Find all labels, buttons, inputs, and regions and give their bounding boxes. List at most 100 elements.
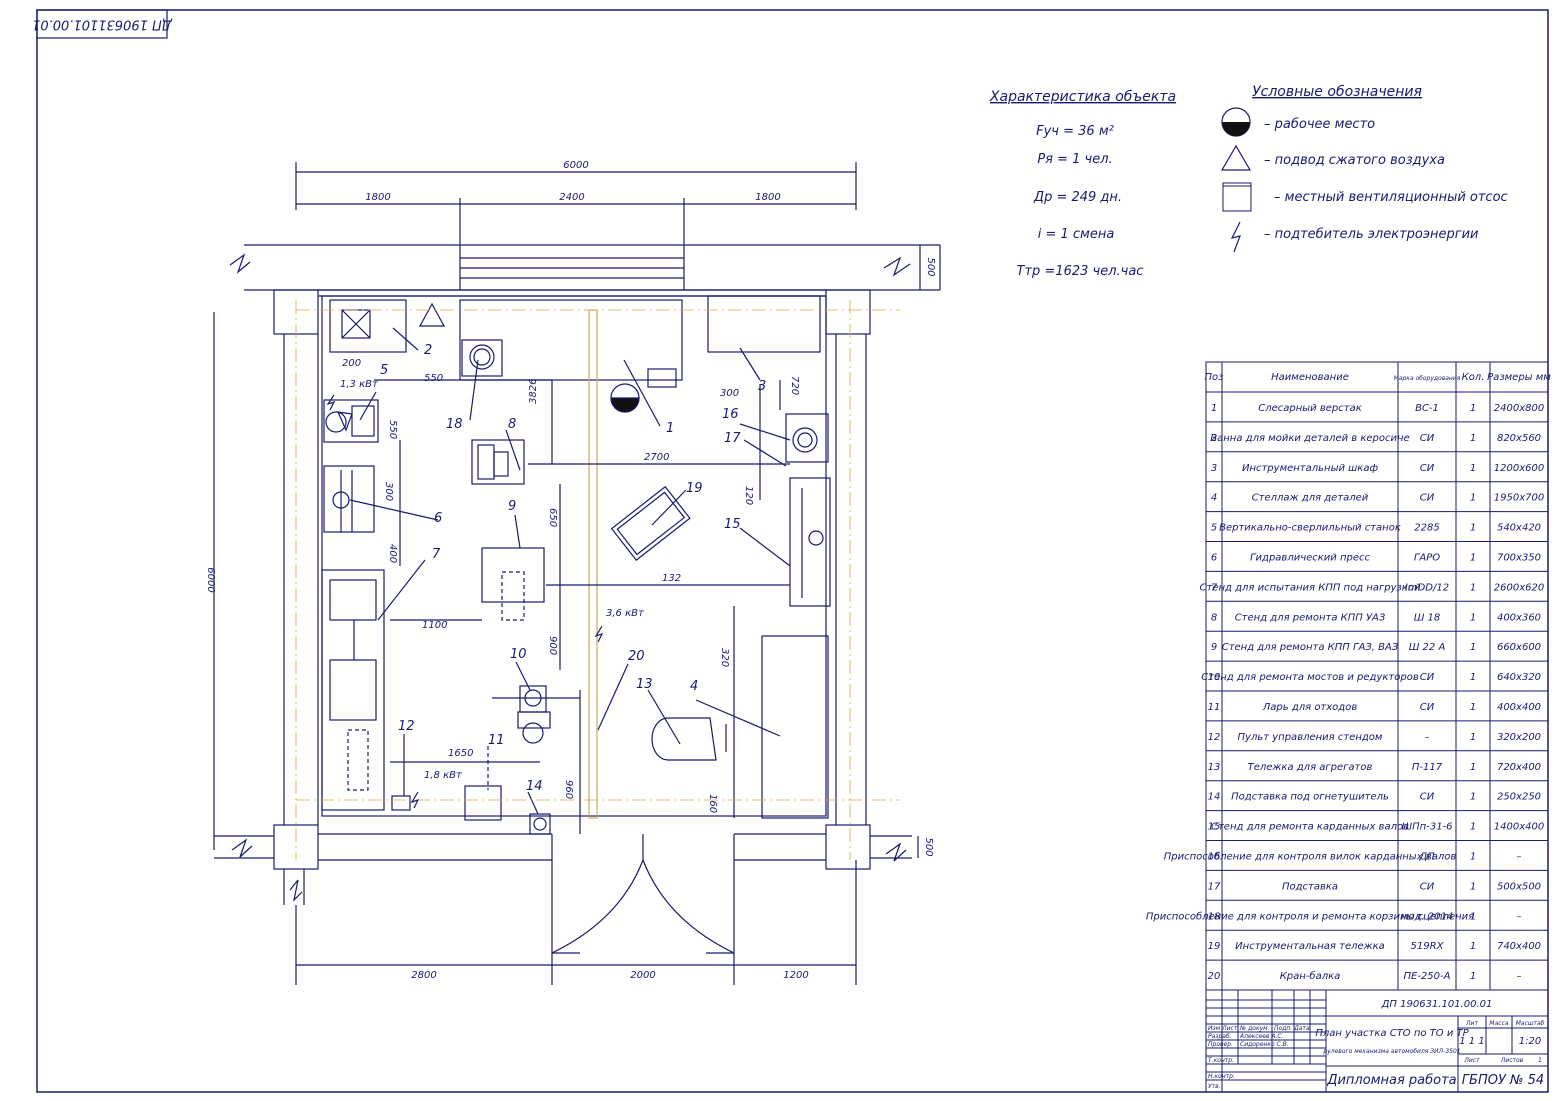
table-cell-qty: 1	[1470, 851, 1476, 862]
power-label-3: 1,8 кВт	[424, 770, 463, 781]
table-cell-pos: 1	[1211, 403, 1217, 414]
table-cell-name: Стенд для ремонта мостов и редукторов	[1201, 672, 1419, 683]
spec-table-header: Поз Наименование Марка оборудования Кол.…	[1205, 372, 1552, 383]
rotated-stamp-box	[36, 9, 168, 39]
inner-dim-300b: 300	[720, 388, 739, 399]
inner-dim-200: 200	[342, 358, 361, 369]
rotated-stamp-code: ДП 190631101.00.01	[32, 17, 173, 32]
table-cell-name: Инструментальная тележка	[1235, 941, 1385, 952]
table-cell-size: 1400х400	[1494, 822, 1544, 833]
table-cell-name: Ванна для мойки деталей в керосине	[1210, 433, 1409, 444]
table-cell-pos: 18	[1208, 911, 1221, 922]
table-cell-pos: 14	[1208, 792, 1221, 803]
table-cell-pos: 3	[1211, 463, 1217, 474]
floor-plan	[213, 162, 941, 985]
table-cell-qty: 1	[1470, 792, 1476, 803]
table-cell-size: 540х420	[1497, 523, 1541, 534]
table-cell-qty: 1	[1470, 822, 1476, 833]
inner-dim-720: 720	[789, 376, 800, 395]
dim-left-total: 6000	[205, 567, 216, 592]
table-cell-size: 1200х600	[1494, 463, 1544, 474]
title-small-4: Провер.	[1208, 1041, 1233, 1048]
th-size: Размеры мм	[1487, 372, 1551, 383]
title-lit-header: Лит	[1465, 1020, 1478, 1027]
title-scale: 1:20	[1519, 1036, 1541, 1047]
table-cell-name: Слесарный верстак	[1258, 403, 1362, 414]
title-small-3: Разраб.	[1208, 1033, 1232, 1040]
table-cell-name: Стеллаж для деталей	[1252, 493, 1369, 504]
title-small-5: Т.контр.	[1208, 1057, 1234, 1064]
legend-ventilation-text: – местный вентиляционный отсос	[1274, 190, 1508, 205]
table-cell-qty: 1	[1470, 672, 1476, 683]
callout-1: 1	[666, 421, 674, 436]
table-cell-size: 660х600	[1497, 642, 1541, 653]
dim-top-2: 2400	[559, 192, 584, 203]
table-cell-pos: 13	[1208, 762, 1221, 773]
th-brand: Марка оборудования	[1394, 375, 1461, 382]
legend-title: Условные обозначения	[1252, 84, 1422, 100]
table-cell-size: 400х360	[1497, 612, 1541, 623]
table-cell-qty: 1	[1470, 552, 1476, 563]
table-cell-brand: ШПп-31-6	[1401, 822, 1452, 833]
table-cell-pos: 11	[1208, 702, 1221, 713]
inner-dim-132: 132	[662, 573, 681, 584]
legend-air-text: – подвод сжатого воздуха	[1264, 153, 1445, 168]
inner-dim-300: 300	[383, 482, 394, 501]
title-block-texts: ДП 190631.101.00.01 План участка СТО по …	[1208, 999, 1545, 1090]
callout-11: 11	[488, 733, 505, 748]
dim-bottom-1: 2800	[411, 970, 436, 981]
power-label-1: 1,3 кВт	[340, 379, 379, 390]
table-cell-brand: ГАРО	[1414, 552, 1440, 563]
table-cell-name: Стенд для ремонта КПП УАЗ	[1235, 612, 1386, 623]
table-cell-qty: 1	[1470, 762, 1476, 773]
table-cell-qty: 1	[1470, 971, 1476, 982]
characteristic-shifts: i = 1 смена	[1038, 227, 1115, 242]
title-bottom: Дипломная работа	[1326, 1073, 1456, 1088]
title-small-6: Н.контр.	[1208, 1073, 1235, 1080]
inner-dim-1650: 1650	[448, 748, 473, 759]
table-cell-pos: 12	[1208, 732, 1221, 743]
th-name: Наименование	[1271, 372, 1349, 383]
title-small-0: Изм Лист	[1208, 1025, 1238, 1032]
table-cell-qty: 1	[1470, 433, 1476, 444]
characteristic-days: Др = 249 дн.	[1033, 190, 1122, 205]
table-cell-size: 320х200	[1497, 732, 1541, 743]
table-cell-pos: 19	[1208, 941, 1221, 952]
callout-15: 15	[724, 517, 741, 532]
inner-dim-900: 900	[547, 636, 558, 655]
callout-18: 18	[446, 417, 463, 432]
callout-14: 14	[526, 779, 543, 794]
table-cell-size: –	[1517, 971, 1522, 982]
th-qty: Кол.	[1462, 372, 1485, 383]
table-cell-pos: 6	[1211, 552, 1217, 563]
title-scale-header: Масштаб	[1516, 1020, 1545, 1027]
legend-power-text: – подтебитель электроэнергии	[1264, 227, 1478, 242]
table-cell-brand: П-117	[1412, 762, 1443, 773]
table-cell-pos: 10	[1208, 672, 1221, 683]
table-cell-pos: 9	[1211, 642, 1217, 653]
table-cell-size: 2600х620	[1494, 582, 1544, 593]
title-code: ДП 190631.101.00.01	[1381, 999, 1493, 1010]
title-sheets-value: 1	[1538, 1057, 1542, 1064]
table-cell-pos: 2	[1211, 433, 1217, 444]
ventilation-icon	[1222, 182, 1252, 212]
callout-12: 12	[398, 719, 415, 734]
table-cell-pos: 15	[1208, 822, 1221, 833]
dim-wall-bottom: 500	[923, 837, 934, 856]
inner-dim-400: 400	[387, 544, 398, 563]
table-cell-qty: 1	[1470, 732, 1476, 743]
table-cell-qty: 1	[1470, 582, 1476, 593]
inner-dim-3826: 3826	[528, 379, 539, 404]
callout-6: 6	[434, 511, 442, 526]
title-sheet-label: Лист	[1463, 1057, 1480, 1064]
table-cell-pos: 17	[1208, 881, 1221, 892]
title-name-2: рулевого механизма автомобиля ЗИЛ-3501	[1322, 1048, 1460, 1055]
title-checker: Сидоренко С.В.	[1240, 1041, 1289, 1048]
table-cell-brand: мод. 2014	[1401, 911, 1453, 922]
title-name-1: План участка СТО по ТО и ТР	[1315, 1028, 1469, 1039]
table-cell-size: –	[1517, 911, 1522, 922]
table-cell-brand: –	[1425, 732, 1430, 743]
characteristic-labor: Ттр =1623 чел.час	[1017, 264, 1144, 279]
characteristics-block: Характеристика объекта Fуч = 36 м² Ря = …	[989, 89, 1176, 279]
table-cell-brand: СИ	[1420, 702, 1435, 713]
